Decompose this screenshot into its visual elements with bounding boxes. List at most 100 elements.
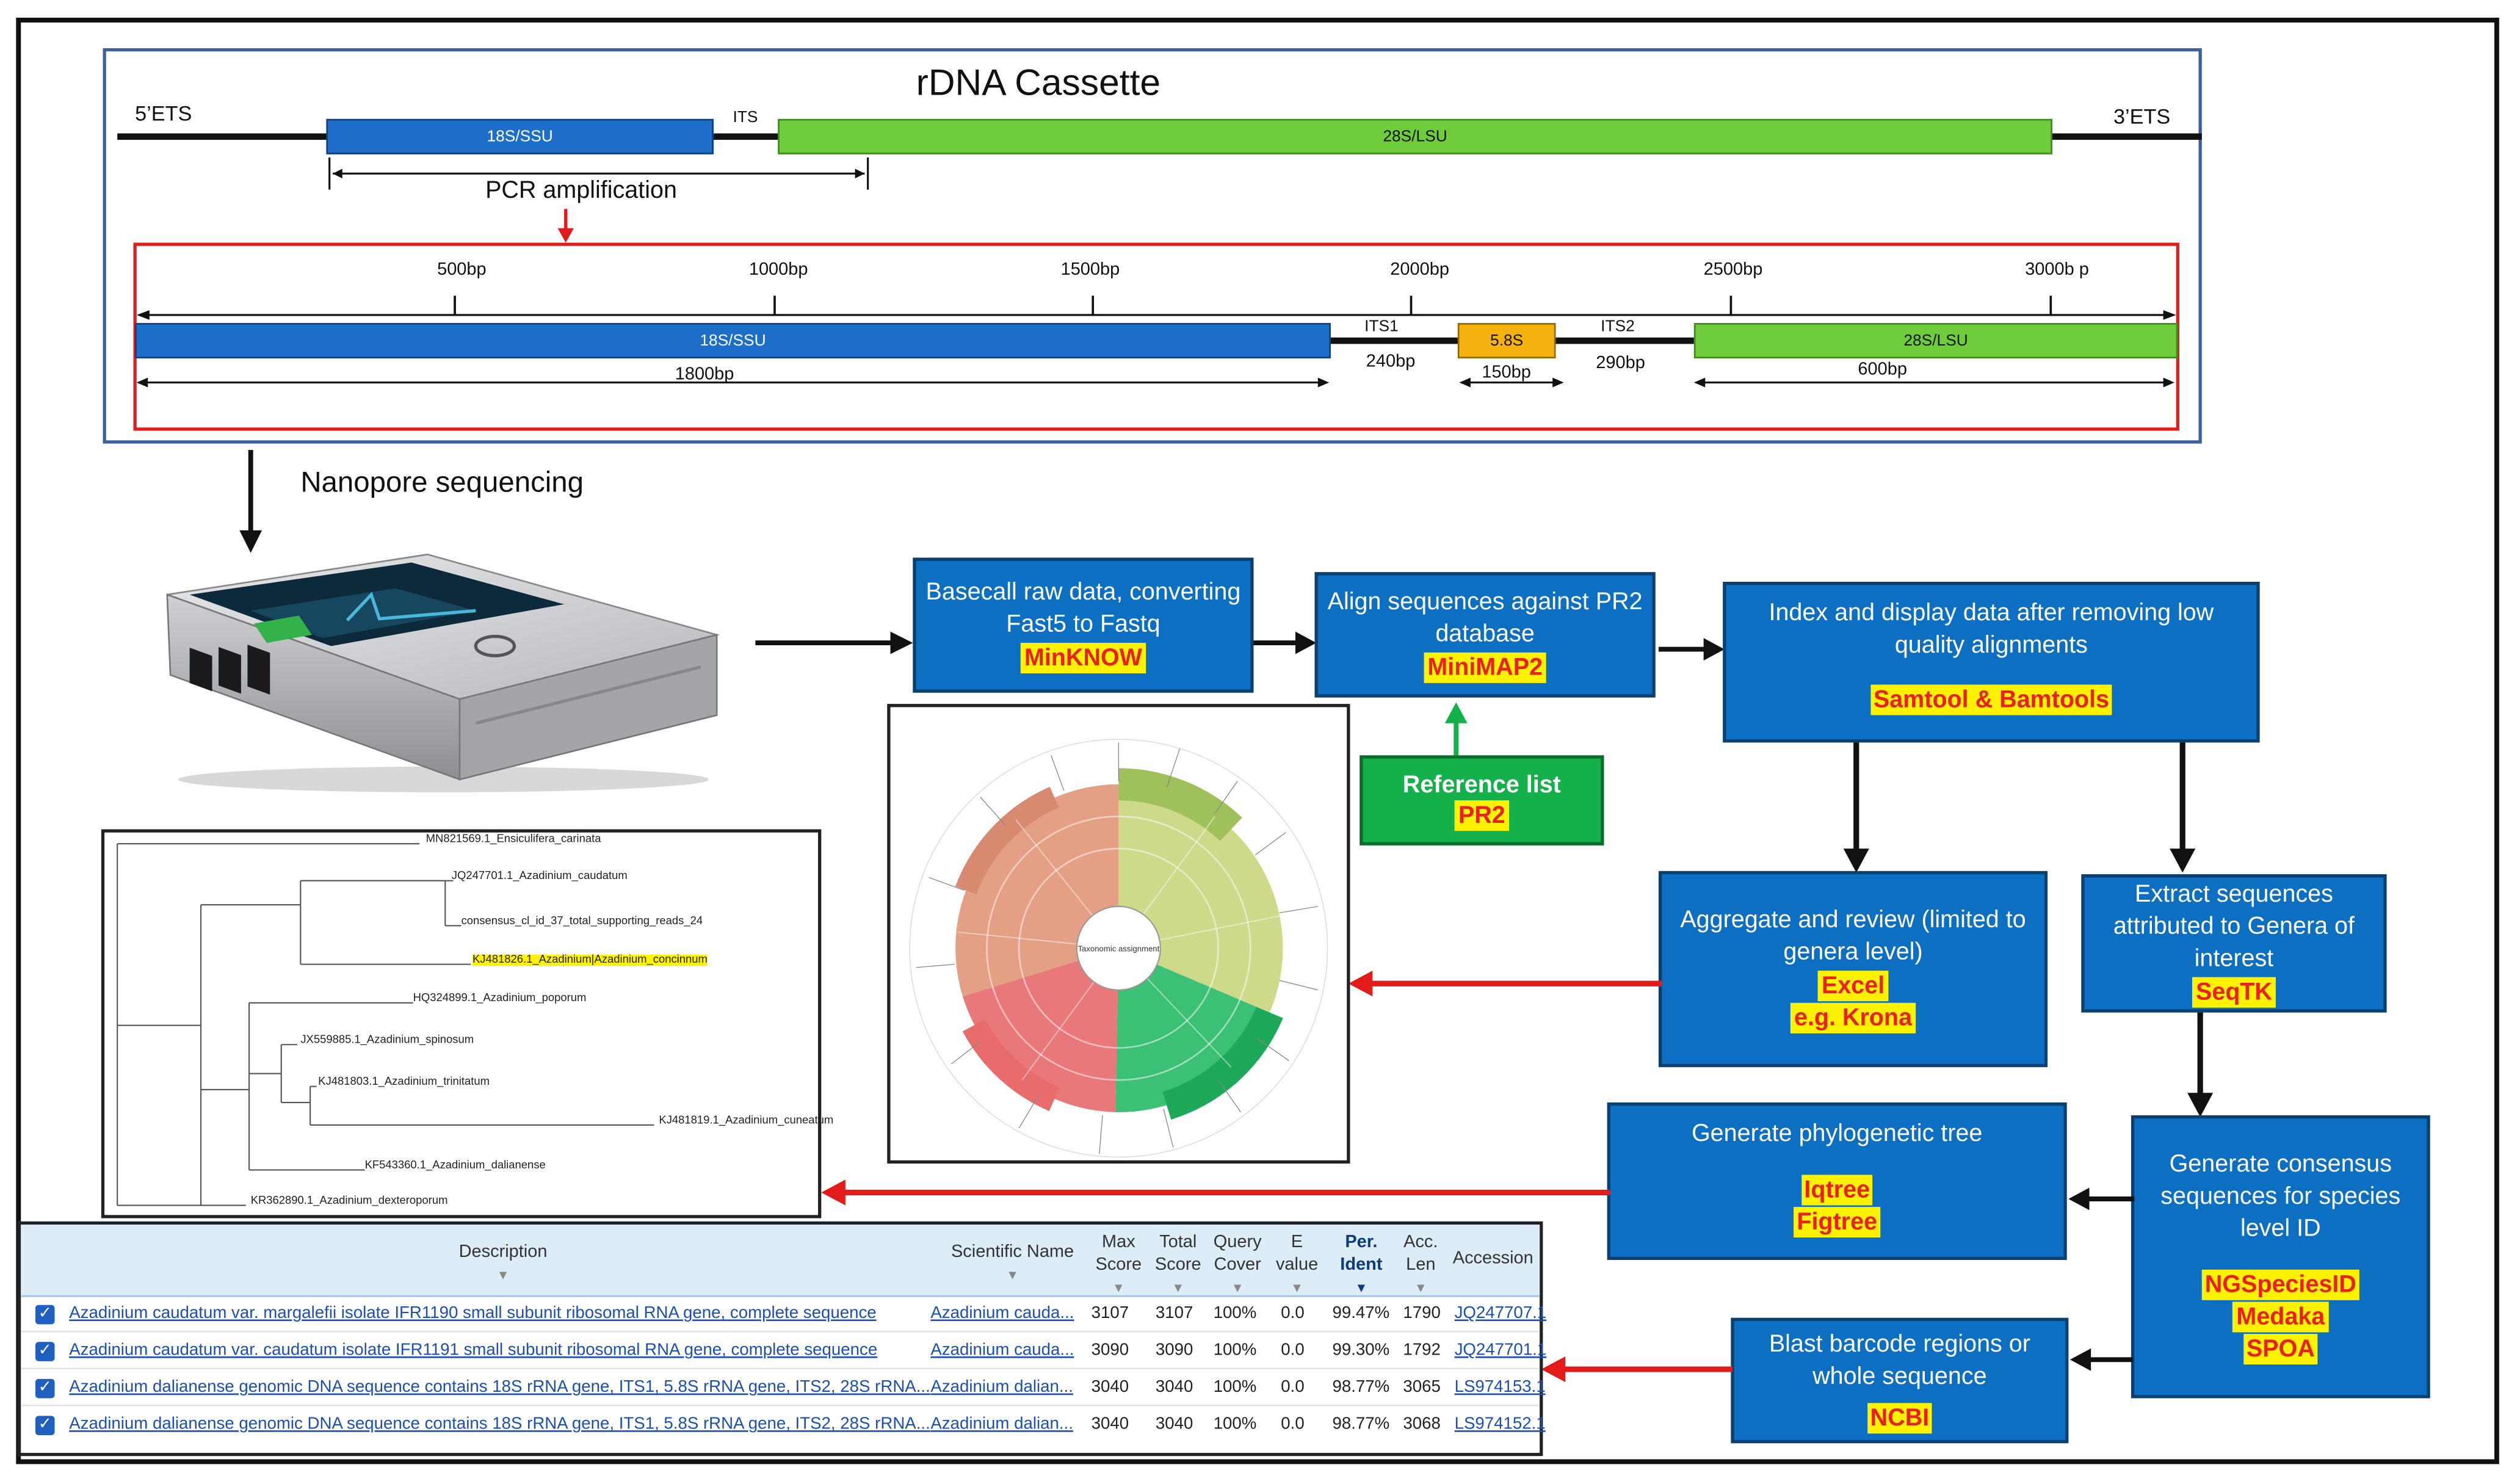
col-header-description[interactable]: Description▼ [458, 1242, 548, 1283]
reference-list-box: Reference list PR2 [1360, 755, 1604, 845]
diagram-title: rDNA Cassette [916, 61, 1161, 103]
col-header-scientific-name[interactable]: Scientific Name▼ [950, 1242, 1074, 1283]
5-8s-segment: 5.8S [1457, 323, 1556, 359]
its2-length-label: 290bp [1596, 353, 1645, 373]
row-acc-len: 1790 [1403, 1303, 1441, 1323]
index-step-box: Index and display data after removing lo… [1723, 582, 2260, 743]
tree-leaf-label: KJ481819.1_Azadinium_cuneatum [659, 1115, 834, 1127]
red-left-arrow-icon [1348, 971, 1662, 997]
row-divider [21, 1330, 1540, 1333]
spoa-tool-label: SPOA [2243, 1334, 2319, 1365]
its2-label: ITS2 [1601, 318, 1635, 336]
tree-leaf-label: consensus_cl_id_37_total_supporting_read… [461, 916, 703, 928]
row-scientific-name-link[interactable]: Azadinium dalian... [930, 1414, 1073, 1434]
row-e-value: 0.0 [1281, 1303, 1305, 1323]
red-down-arrow-icon [557, 209, 574, 243]
tree-leaf-label: KF543360.1_Azadinium_dalianense [364, 1160, 546, 1172]
minimap2-tool-label: MiniMAP2 [1424, 652, 1546, 683]
row-accession-link[interactable]: LS974152.1 [1454, 1414, 1546, 1434]
col-header-accession[interactable]: Accession [1452, 1248, 1533, 1269]
row-accession-link[interactable]: JQ247701.1 [1454, 1340, 1547, 1360]
tree-leaf-label: KR362890.1_Azadinium_dexteroporum [250, 1195, 448, 1207]
row-scientific-name-link[interactable]: Azadinium cauda... [930, 1303, 1074, 1323]
col-header-query-cover-line2: Cover [1214, 1255, 1261, 1275]
col-header-query-cover-line1: Query [1213, 1232, 1262, 1252]
row-acc-len: 3065 [1403, 1377, 1441, 1397]
tick-label-1000: 1000bp [748, 260, 808, 280]
row-divider [21, 1367, 1540, 1370]
three-prime-ets-label: 3’ETS [2113, 104, 2171, 129]
tree-leaf-label: JX559885.1_Azadinium_spinosum [300, 1035, 474, 1046]
tick-label-500: 500bp [437, 260, 487, 280]
ssu-segment: 18S/SSU [135, 323, 1331, 359]
row-checkbox[interactable]: ✓ [35, 1305, 55, 1325]
row-checkbox[interactable]: ✓ [35, 1378, 55, 1399]
basecall-step-box: Basecall raw data, converting Fast5 to F… [913, 557, 1254, 693]
row-e-value: 0.0 [1281, 1340, 1305, 1360]
col-header-acc-len[interactable]: Acc.Len▼ [1403, 1232, 1438, 1295]
green-up-arrow-icon [1444, 702, 1468, 759]
outer-frame [16, 17, 2499, 1464]
right-arrow-icon [1253, 631, 1317, 654]
krona-center-label: Taxonomic assignment [1077, 944, 1159, 954]
col-header-per-ident-line1: Per. [1345, 1232, 1378, 1252]
red-left-arrow-icon [1541, 1356, 1733, 1383]
row-query-cover: 100% [1213, 1377, 1257, 1397]
align-step-text: Align sequences against PR2 database [1327, 588, 1643, 648]
minknow-tool-label: MinKNOW [1021, 643, 1146, 674]
row-description-link[interactable]: Azadinium caudatum var. caudatum isolate… [69, 1340, 878, 1360]
tree-branches [117, 843, 654, 1206]
row-scientific-name-link[interactable]: Azadinium cauda... [930, 1340, 1074, 1360]
tick-label-2000: 2000bp [1390, 260, 1449, 280]
row-total-score: 3040 [1155, 1377, 1193, 1397]
rdna-cassette-panel [103, 48, 2202, 444]
excel-tool-label: Excel [1818, 971, 1888, 1002]
bp-scale-ruler [136, 295, 2176, 320]
row-total-score: 3090 [1155, 1340, 1193, 1360]
table-header-row [21, 1225, 1540, 1297]
medaka-tool-label: Medaka [2233, 1301, 2328, 1333]
row-total-score: 3107 [1155, 1303, 1193, 1323]
tick-label-1500: 1500bp [1060, 260, 1120, 280]
ngspeciesid-tool-label: NGSpeciesID [2201, 1269, 2360, 1300]
col-header-total-score-line2: Score [1154, 1255, 1201, 1275]
row-divider [21, 1404, 1540, 1406]
its1-length-label: 240bp [1366, 352, 1416, 372]
right-arrow-icon [755, 631, 913, 654]
tick-label-3000: 3000b p [2025, 260, 2089, 280]
row-max-score: 3040 [1091, 1377, 1129, 1397]
extract-step-box: Extract sequences attributed to Genera o… [2081, 874, 2387, 1013]
row-accession-link[interactable]: LS974153.1 [1454, 1377, 1546, 1397]
row-checkbox[interactable]: ✓ [35, 1342, 55, 1361]
left-arrow-icon [2069, 1348, 2133, 1371]
row-scientific-name-link[interactable]: Azadinium dalian... [930, 1377, 1073, 1397]
col-header-total-score-line1: Total [1159, 1232, 1197, 1252]
blast-step-box: Blast barcode regions or whole sequence … [1731, 1317, 2069, 1444]
row-description-link[interactable]: Azadinium dalianense genomic DNA sequenc… [69, 1414, 930, 1434]
col-header-acc-len-line1: Acc. [1403, 1232, 1438, 1252]
col-header-per-ident[interactable]: Per.Ident▼ [1340, 1232, 1383, 1295]
5-8s-length-label: 150bp [1482, 363, 1531, 383]
tree-leaf-label: KJ481803.1_Azadinium_trinitatum [318, 1076, 490, 1088]
consensus-step-box: Generate consensus sequences for species… [2131, 1115, 2430, 1399]
nanopore-sequencing-label: Nanopore sequencing [300, 466, 584, 499]
cassette-its-label: ITS [733, 109, 758, 127]
krona-chart-panel: Taxonomic assignment [887, 704, 1350, 1164]
down-arrow-icon [2170, 742, 2196, 873]
figtree-tool-label: Figtree [1794, 1207, 1881, 1238]
red-left-arrow-icon [821, 1179, 1610, 1206]
row-description-link[interactable]: Azadinium caudatum var. margalefii isola… [69, 1303, 877, 1323]
cassette-lsu-segment: 28S/LSU [778, 118, 2052, 154]
row-query-cover: 100% [1213, 1303, 1257, 1323]
row-description-link[interactable]: Azadinium dalianense genomic DNA sequenc… [69, 1377, 930, 1397]
row-max-score: 3040 [1091, 1414, 1129, 1434]
row-acc-len: 1792 [1403, 1340, 1441, 1360]
row-per-ident: 99.47% [1332, 1303, 1390, 1323]
row-checkbox[interactable]: ✓ [35, 1416, 55, 1436]
row-accession-link[interactable]: JQ247707.1 [1454, 1303, 1547, 1323]
